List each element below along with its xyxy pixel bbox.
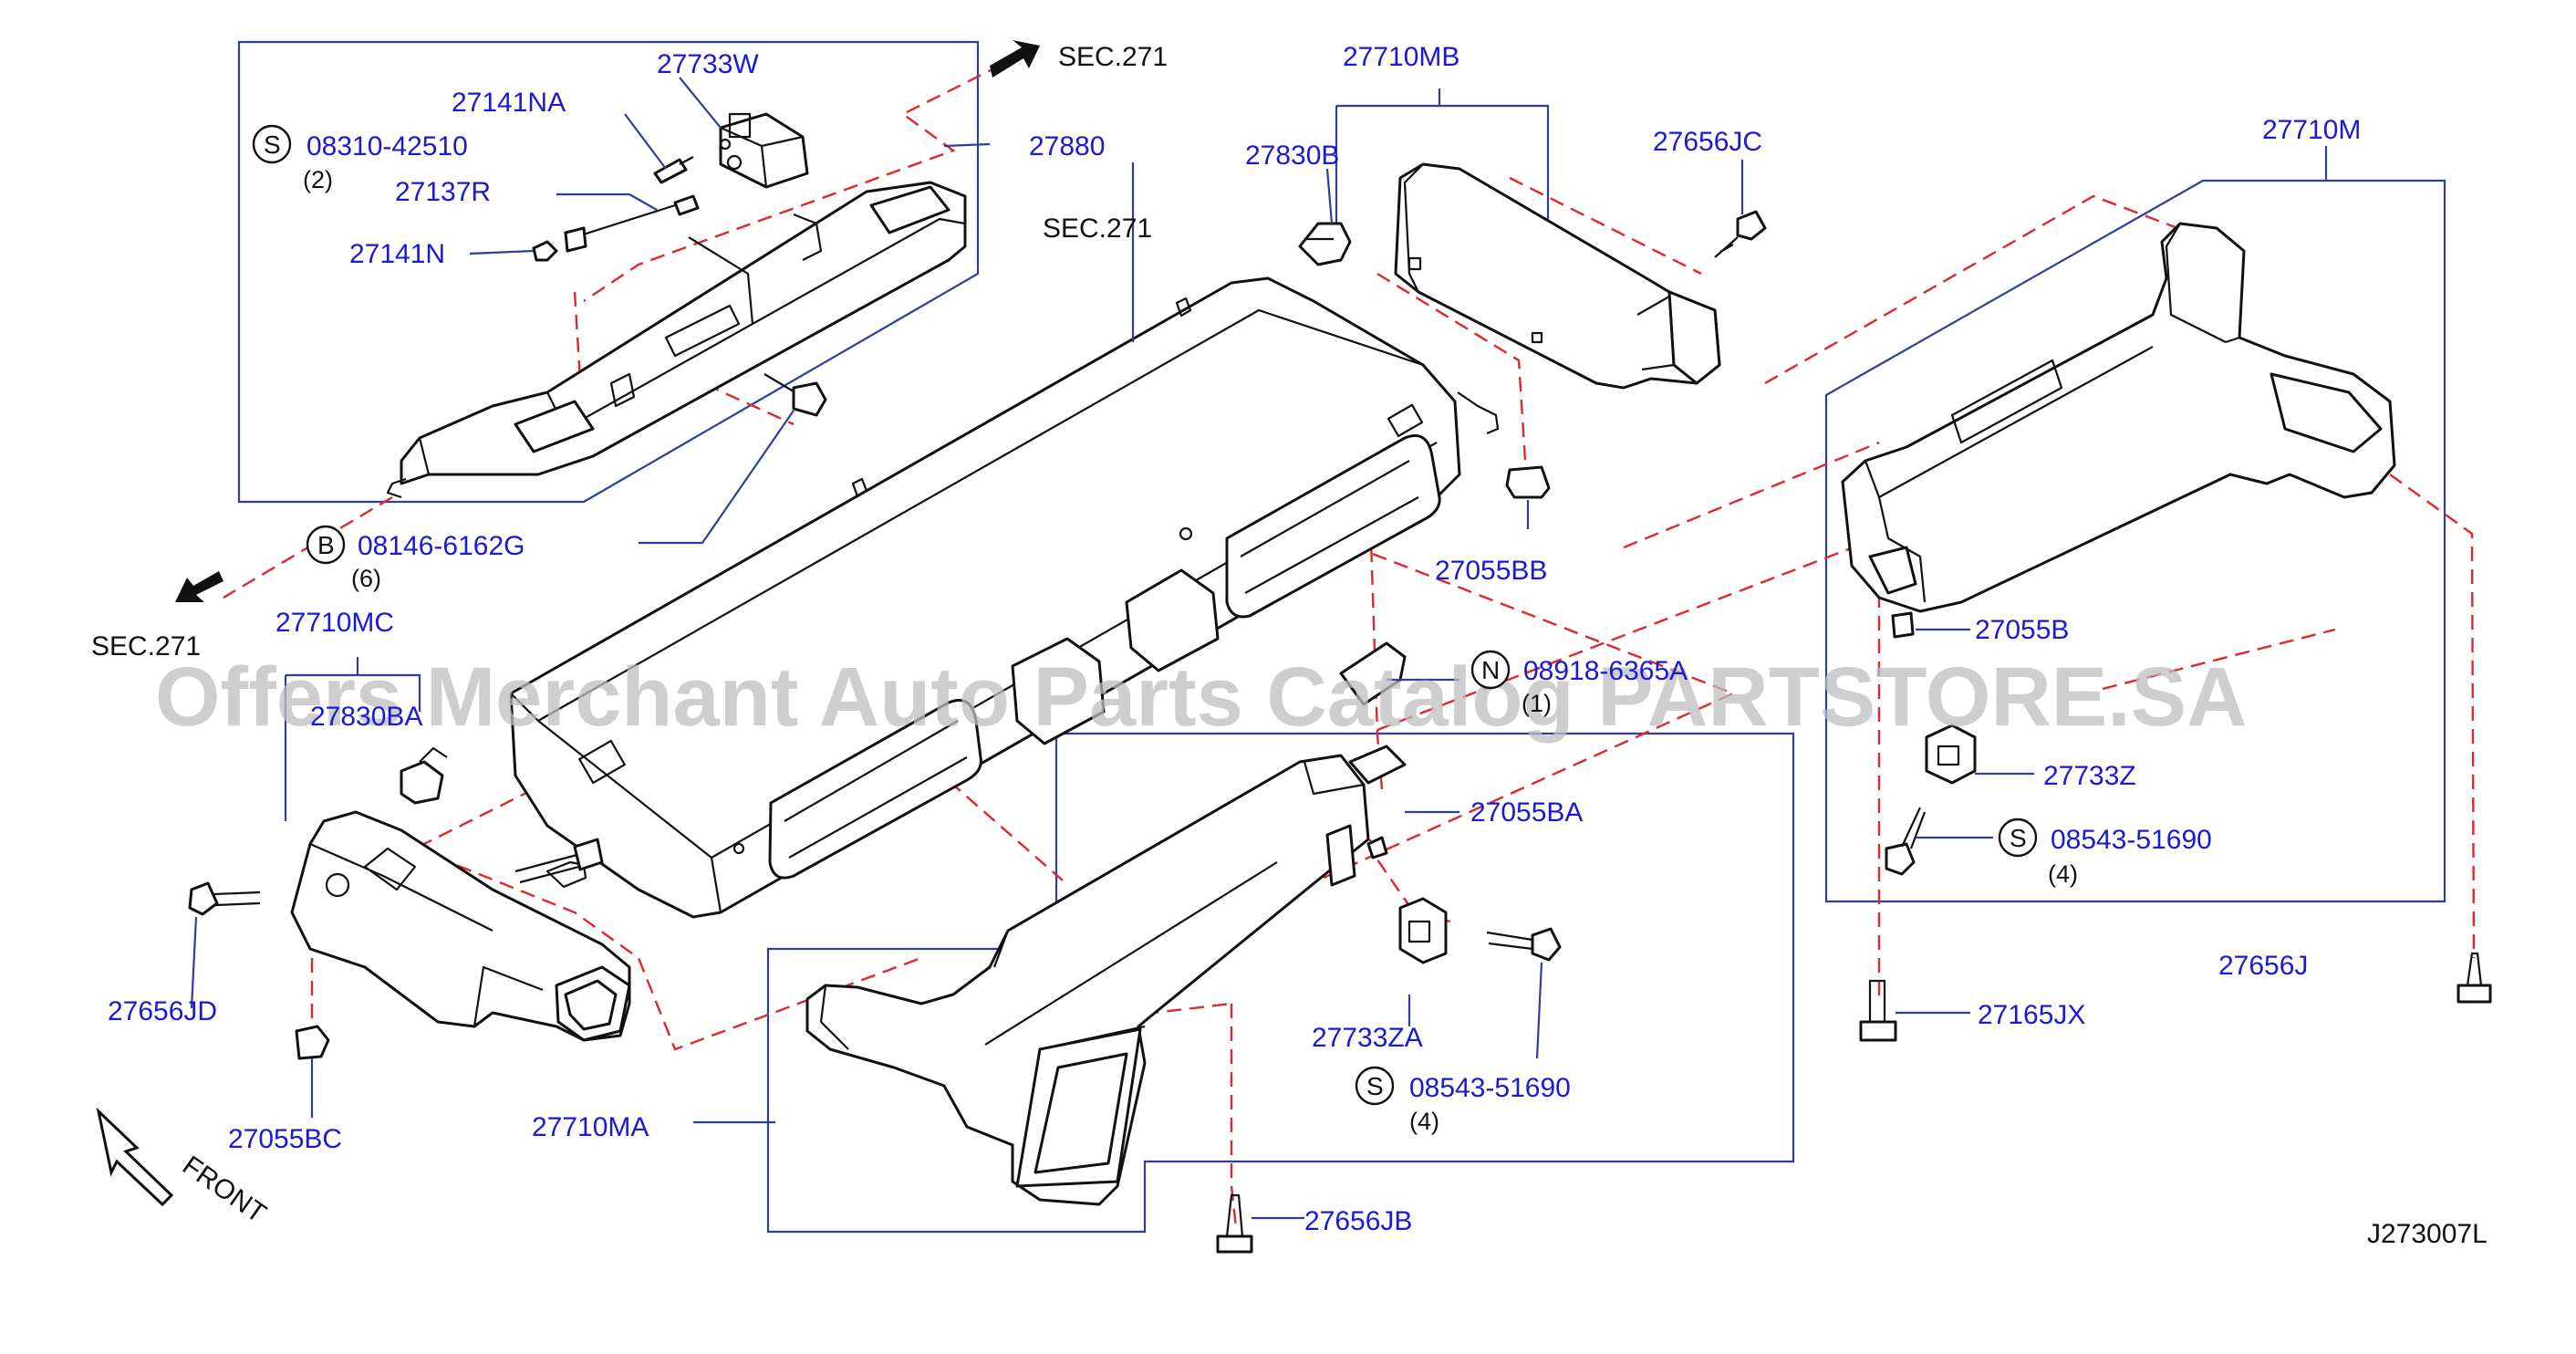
- label-27710ma: 27710MA: [532, 1112, 649, 1142]
- fastener-part: 08310-42510: [306, 131, 468, 161]
- part-27710m-duct: [1841, 222, 2396, 613]
- label-27165jx: 27165JX: [1978, 1000, 2085, 1030]
- fastener-symbol: B: [317, 531, 335, 559]
- fastener-qty: (1): [1522, 690, 1552, 717]
- arrow-sec271-top: [990, 40, 1040, 78]
- clip-27830ba: [400, 746, 448, 805]
- leader-lines: [190, 77, 2034, 1220]
- part-27710ma-duct: [805, 754, 1370, 1206]
- label-27880: 27880: [1029, 131, 1105, 161]
- label-27830b: 27830B: [1245, 141, 1339, 171]
- label-27055b: 27055B: [1975, 615, 2069, 645]
- label-27055bb: 27055BB: [1435, 556, 1547, 586]
- fastener-callout-08146: B 08146-6162G (6): [306, 525, 525, 592]
- screw-27141na: [653, 156, 694, 184]
- label-27656j: 27656J: [2218, 951, 2308, 981]
- label-27141n: 27141N: [349, 239, 445, 269]
- watermark: Offers Merchant Auto Parts Catalog PARTS…: [155, 651, 2248, 744]
- section-ref-left: SEC.271: [91, 631, 201, 661]
- label-27656jd: 27656JD: [108, 996, 217, 1026]
- actuator-27733w: [719, 112, 809, 189]
- clip-27830b: [1298, 222, 1352, 266]
- label-27733z: 27733Z: [2043, 761, 2136, 791]
- fastener-symbol: S: [2010, 824, 2027, 852]
- fastener-part: 08543-51690: [2051, 825, 2212, 855]
- part-27880-duct: [386, 181, 967, 499]
- part-27710mc-duct: [290, 810, 631, 1042]
- fastener-callout-08918: N 08918-6365A (1): [1470, 650, 1688, 717]
- label-27710mc: 27710MC: [275, 608, 394, 638]
- label-27656jb: 27656JB: [1304, 1206, 1412, 1236]
- fastener-qty: (4): [1409, 1108, 1439, 1135]
- screw-27656jb: [1216, 1193, 1253, 1254]
- fastener-part: 08543-51690: [1409, 1073, 1571, 1103]
- clip-27141n: [532, 240, 558, 262]
- section-ref-top: SEC.271: [1058, 42, 1168, 72]
- label-27733za: 27733ZA: [1312, 1023, 1423, 1053]
- clip-27055bc: [295, 1025, 330, 1060]
- actuator-27733z: [1925, 724, 1977, 785]
- front-label: FRONT: [177, 1151, 272, 1229]
- label-27733w: 27733W: [657, 49, 759, 79]
- bracket-27710mb: [1335, 89, 1550, 237]
- fastener-qty: (2): [303, 166, 333, 193]
- diagram-code: J273007L: [2367, 1219, 2488, 1249]
- label-27710mb: 27710MB: [1343, 42, 1459, 72]
- fastener-callout-08543-center: S 08543-51690 (4): [1355, 1066, 1571, 1135]
- screw-08543-center: [1486, 927, 1562, 962]
- part-27710mb-duct: [1394, 162, 1721, 390]
- rod-27830ba-link: [514, 838, 604, 884]
- screw-27656jd: [188, 881, 261, 916]
- bracket-27710mc: [284, 657, 421, 821]
- fastener-callout-08543-right: S 08543-51690 (4): [1998, 818, 2212, 888]
- clip-27055ba: [1366, 836, 1388, 859]
- label-27137r: 27137R: [395, 177, 491, 207]
- screw-27656j: [2457, 952, 2492, 1004]
- bolt-08146: [763, 373, 827, 417]
- actuator-27733za: [1398, 897, 1448, 964]
- fastener-symbol: S: [264, 130, 281, 159]
- label-27141na: 27141NA: [452, 88, 566, 118]
- fastener-symbol: S: [1366, 1072, 1384, 1100]
- clip-27055b: [1891, 611, 1915, 639]
- fastener-part: 08918-6365A: [1523, 656, 1688, 686]
- screw-27656jc: [1714, 210, 1767, 258]
- sec271-main-housing: [509, 276, 1500, 919]
- arrow-front: [96, 1107, 174, 1207]
- fastener-symbol: N: [1481, 656, 1500, 684]
- fastener-qty: (6): [351, 565, 381, 592]
- fastener-part: 08146-6162G: [358, 531, 525, 561]
- section-ref-center: SEC.271: [1043, 214, 1152, 244]
- label-27055ba: 27055BA: [1470, 797, 1583, 828]
- fastener-callout-08310: S 08310-42510 (2): [252, 124, 468, 193]
- group-box-27710m: [1824, 179, 2446, 903]
- arrow-sec271-left: [175, 571, 223, 602]
- clip-27055bb: [1505, 465, 1551, 499]
- screw-08543-right: [1885, 807, 1927, 876]
- label-27710m: 27710M: [2262, 115, 2361, 145]
- label-27055bc: 27055BC: [228, 1124, 342, 1154]
- fastener-qty: (4): [2048, 860, 2078, 888]
- bolt-27165jx: [1859, 979, 1897, 1042]
- label-27656jc: 27656JC: [1653, 127, 1762, 157]
- rod-27137r: [564, 194, 700, 253]
- group-box-27880: [237, 40, 980, 504]
- bracket-08918: [1339, 641, 1407, 785]
- label-27830ba: 27830BA: [310, 702, 422, 732]
- group-box-27710ma: [766, 732, 1795, 1234]
